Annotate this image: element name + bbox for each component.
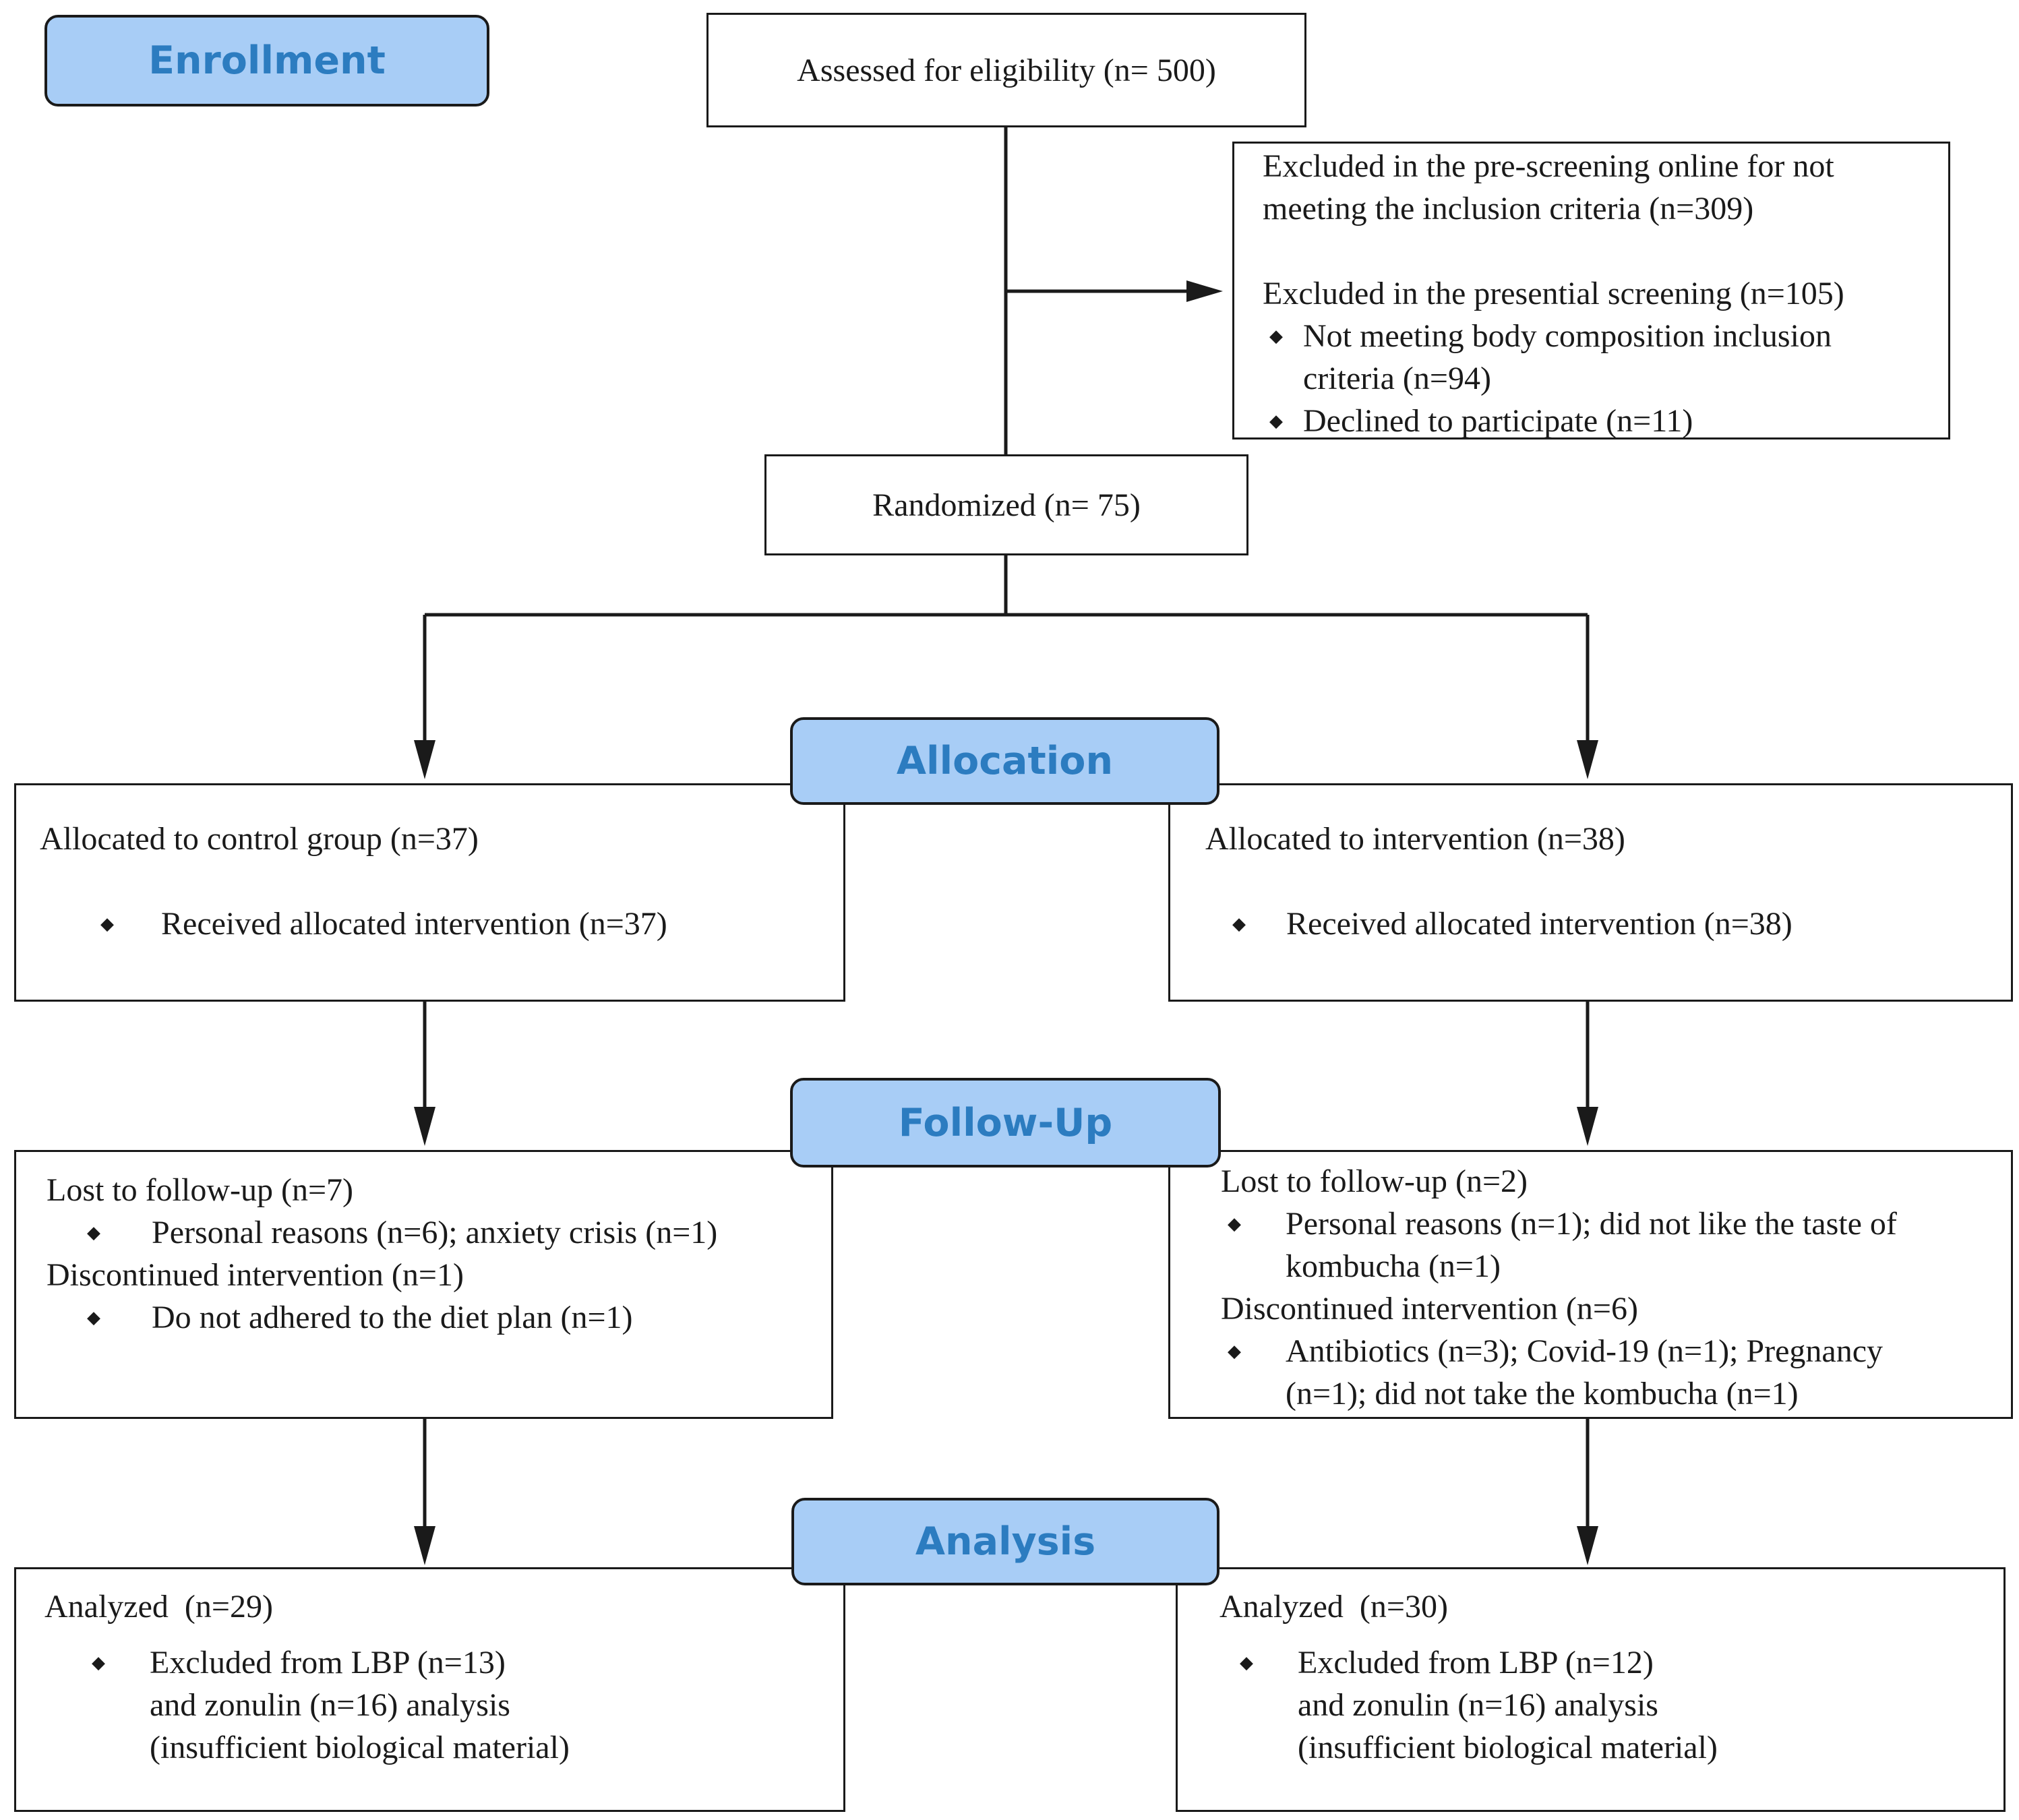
stage-analysis: Analysis: [791, 1498, 1219, 1585]
analysis-intervention-bullet: Excluded from LBP (n=12) and zonulin (n=…: [1233, 1641, 2003, 1769]
arrowhead-followup-left: [414, 1107, 435, 1146]
analysis-intervention-line3: (insufficient biological material): [1298, 1730, 1718, 1765]
excluded-bullet-body-composition: Not meeting body composition inclusion c…: [1263, 315, 1948, 400]
allocation-intervention-bullet: Received allocated intervention (n=38): [1226, 903, 2011, 945]
followup-control-lost-bullet: Personal reasons (n=6); anxiety crisis (…: [87, 1211, 831, 1254]
analysis-control-line2: and zonulin (n=16) analysis: [150, 1687, 510, 1723]
excluded-bullet-declined: Declined to participate (n=11): [1263, 400, 1948, 442]
analysis-control-bullet: Excluded from LBP (n=13) and zonulin (n=…: [85, 1641, 843, 1769]
analysis-intervention-line1: Excluded from LBP (n=12): [1298, 1645, 1654, 1680]
excluded-bullet1-line1: Not meeting body composition inclusion: [1303, 318, 1832, 354]
randomized-text: Randomized (n= 75): [872, 487, 1141, 523]
followup-control-discontinued-bullet: Do not adhered to the diet plan (n=1): [87, 1296, 831, 1339]
stage-followup-label: Follow-Up: [898, 1100, 1113, 1145]
randomized-box: Randomized (n= 75): [764, 454, 1248, 555]
followup-control-lost-bullet-text: Personal reasons (n=6); anxiety crisis (…: [152, 1215, 718, 1250]
excluded-bullet1-line2: criteria (n=94): [1303, 361, 1491, 396]
analysis-control-title: Analyzed (n=29): [44, 1589, 273, 1625]
stage-followup: Follow-Up: [790, 1078, 1221, 1167]
arrowhead-allocation-left: [414, 740, 435, 779]
allocation-control-bullet: Received allocated intervention (n=37): [100, 903, 843, 945]
allocation-control-title: Allocated to control group (n=37): [40, 821, 479, 857]
stage-allocation-label: Allocation: [896, 739, 1114, 783]
followup-control-discontinued: Discontinued intervention (n=1): [47, 1257, 464, 1293]
arrowhead-followup-right: [1577, 1107, 1598, 1146]
followup-intervention-lost: Lost to follow-up (n=2): [1221, 1163, 1528, 1199]
allocation-control-bullet-text: Received allocated intervention (n=37): [161, 906, 667, 942]
excluded-box: Excluded in the pre-screening online for…: [1232, 142, 1950, 442]
followup-intervention-lost-bullet-line2: kombucha (n=1): [1286, 1248, 1501, 1284]
stage-analysis-label: Analysis: [915, 1519, 1096, 1564]
followup-control-box: Lost to follow-up (n=7) Personal reasons…: [14, 1150, 833, 1419]
followup-intervention-discontinued-bullet-line2: (n=1); did not take the kombucha (n=1): [1286, 1376, 1799, 1412]
followup-intervention-discontinued: Discontinued intervention (n=6): [1221, 1291, 1638, 1327]
excluded-prescreening-line2: meeting the inclusion criteria (n=309): [1263, 191, 1754, 226]
followup-intervention-discontinued-bullet-line1: Antibiotics (n=3); Covid-19 (n=1); Pregn…: [1286, 1333, 1884, 1369]
allocation-intervention-bullet-text: Received allocated intervention (n=38): [1286, 906, 1792, 942]
stage-enrollment-label: Enrollment: [148, 38, 386, 83]
analysis-control-line3: (insufficient biological material): [150, 1730, 570, 1765]
excluded-presential-line: Excluded in the presential screening (n=…: [1263, 276, 1844, 311]
analysis-intervention-line2: and zonulin (n=16) analysis: [1298, 1687, 1658, 1723]
arrowhead-analysis-right: [1577, 1526, 1598, 1565]
followup-intervention-lost-bullet: Personal reasons (n=1); did not like the…: [1221, 1203, 2011, 1287]
assessed-box: Assessed for eligibility (n= 500): [706, 13, 1306, 127]
allocation-control-box: Allocated to control group (n=37) Receiv…: [14, 783, 845, 1002]
arrowhead-analysis-left: [414, 1526, 435, 1565]
analysis-control-box: Analyzed (n=29) Excluded from LBP (n=13)…: [14, 1567, 845, 1812]
followup-control-lost: Lost to follow-up (n=7): [47, 1172, 354, 1208]
stage-enrollment: Enrollment: [44, 15, 489, 107]
assessed-text: Assessed for eligibility (n= 500): [797, 52, 1216, 88]
followup-intervention-discontinued-bullet: Antibiotics (n=3); Covid-19 (n=1); Pregn…: [1221, 1330, 2011, 1415]
arrowhead-allocation-right: [1577, 740, 1598, 779]
analysis-control-line1: Excluded from LBP (n=13): [150, 1645, 506, 1680]
analysis-intervention-box: Analyzed (n=30) Excluded from LBP (n=12)…: [1176, 1567, 2006, 1812]
followup-intervention-lost-bullet-line1: Personal reasons (n=1); did not like the…: [1286, 1206, 1897, 1242]
stage-allocation: Allocation: [790, 717, 1219, 805]
analysis-intervention-title: Analyzed (n=30): [1219, 1589, 1448, 1625]
allocation-intervention-title: Allocated to intervention (n=38): [1205, 821, 1625, 857]
allocation-intervention-box: Allocated to intervention (n=38) Receive…: [1168, 783, 2013, 1002]
followup-control-discontinued-bullet-text: Do not adhered to the diet plan (n=1): [152, 1300, 633, 1335]
followup-intervention-box: Lost to follow-up (n=2) Personal reasons…: [1168, 1150, 2013, 1419]
excluded-prescreening-line1: Excluded in the pre-screening online for…: [1263, 148, 1834, 184]
excluded-bullet2-line: Declined to participate (n=11): [1303, 403, 1693, 439]
arrowhead-excluded: [1186, 280, 1223, 302]
